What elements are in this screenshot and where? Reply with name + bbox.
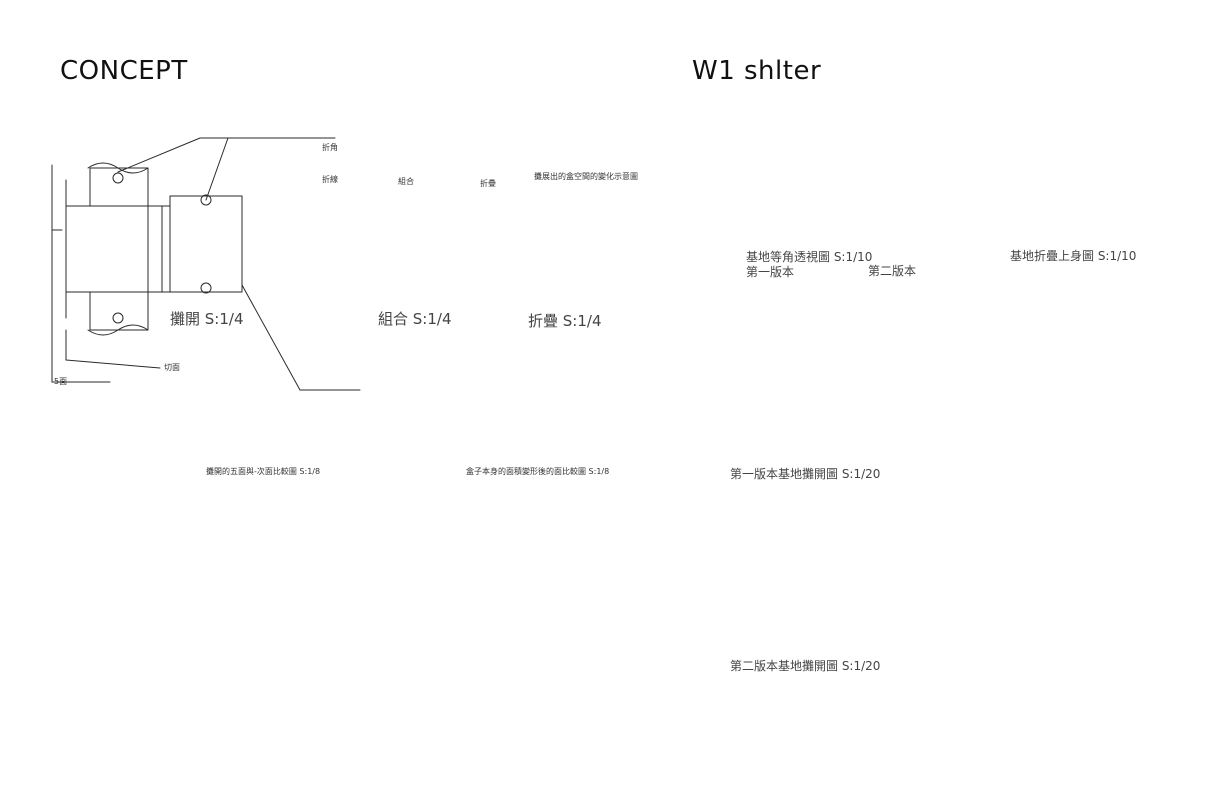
label-first-version: 第一版本	[746, 265, 795, 279]
label-unfold: 攤開 S:1/4	[170, 310, 244, 328]
label-small-a: 折角	[322, 143, 338, 152]
label-fold-on-body: 基地折疊上身圖 S:1/10	[1010, 249, 1137, 263]
label-small-b: 折線	[322, 175, 338, 184]
label-second-unfold: 第二版本基地攤開圖 S:1/20	[730, 659, 881, 673]
label-box-spaces: 盒子本身的面積變形後的面比較圖 S:1/8	[466, 467, 610, 476]
label-fold: 折疊 S:1/4	[528, 312, 602, 330]
shelter-title: W1 shlter	[692, 56, 822, 86]
label-fold-note: 折疊	[480, 179, 496, 188]
label-second-version: 第二版本	[868, 264, 917, 278]
unfolded-box-net	[52, 138, 360, 390]
label-space-transform: 攤展出的盒空間的變化示意圖	[534, 172, 638, 181]
label-combine-note: 組合	[398, 177, 414, 186]
label-unfold-variants: 攤開的五面與-次面比較圖 S:1/8	[206, 467, 321, 476]
label-small-d: 切面	[164, 363, 180, 372]
label-small-c: 5面	[54, 377, 68, 386]
label-iso-view: 基地等角透視圖 S:1/10	[746, 250, 873, 264]
label-assemble: 組合 S:1/4	[378, 310, 452, 328]
concept-title: CONCEPT	[60, 56, 188, 86]
label-first-unfold: 第一版本基地攤開圖 S:1/20	[730, 467, 881, 481]
